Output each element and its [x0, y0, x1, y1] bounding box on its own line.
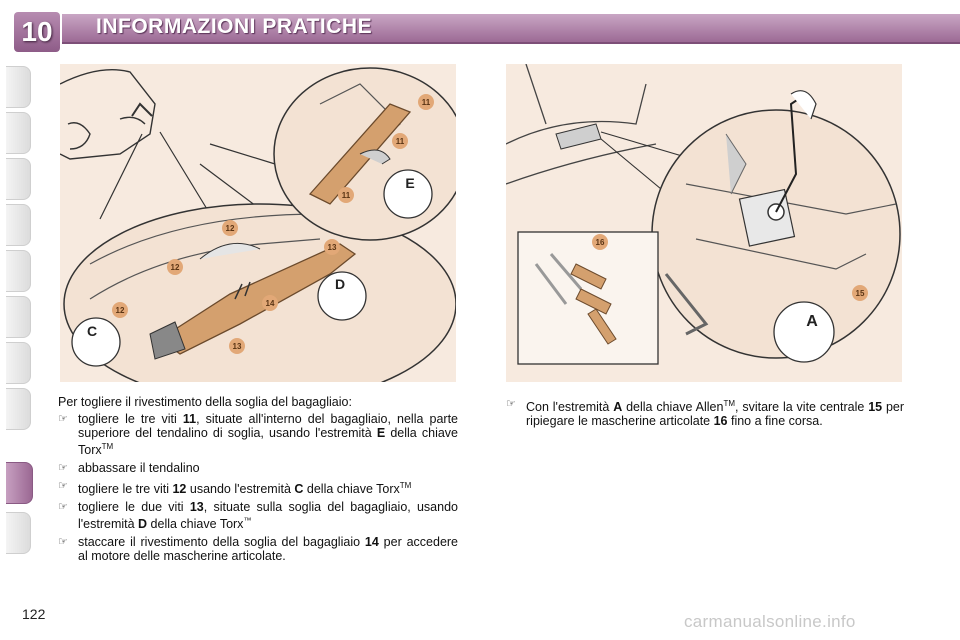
side-tab[interactable]: [6, 512, 31, 554]
callout-15: 15: [852, 285, 868, 301]
trunk-sill-drawing: 11 11 11 12 12 12 13 13 14 E C D: [59, 67, 467, 405]
intro-text: Per togliere il rivestimento della sogli…: [58, 395, 352, 409]
callout-11: 11: [392, 133, 408, 149]
illustration-flap-motor: 16 15 A: [505, 63, 902, 382]
pointing-hand-icon: ☞: [58, 536, 68, 549]
svg-text:13: 13: [328, 243, 337, 252]
illustration-trunk-sill-trim: 11 11 11 12 12 12 13 13 14 E C D: [59, 64, 467, 405]
callout-11: 11: [418, 94, 434, 110]
chapter-side-tabs: [0, 66, 33, 576]
header-band: [62, 14, 960, 44]
callout-16: 16: [592, 234, 608, 250]
callout-12: 12: [167, 259, 183, 275]
side-tab[interactable]: [6, 66, 31, 108]
step-3: ☞ togliere le tre viti 12 usando l'estre…: [58, 480, 412, 497]
svg-text:12: 12: [171, 263, 180, 272]
step-1: ☞ togliere le tre viti 11, situate all'i…: [58, 412, 459, 458]
callout-12: 12: [222, 220, 238, 236]
callout-13: 13: [324, 239, 340, 255]
pointing-hand-icon: ☞: [58, 501, 68, 514]
callout-12: 12: [112, 302, 128, 318]
step-6: ☞ Con l'estremità A della chiave AllenTM…: [506, 398, 905, 429]
side-tab[interactable]: [6, 296, 31, 338]
side-tab[interactable]: [6, 158, 31, 200]
side-tab[interactable]: [6, 342, 31, 384]
tool-tip-c-label: C: [87, 323, 97, 339]
svg-text:13: 13: [233, 342, 242, 351]
svg-text:15: 15: [856, 289, 865, 298]
step-4: ☞ togliere le due viti 13, situate sulla…: [58, 500, 458, 532]
step-5: ☞ staccare il rivestimento della soglia …: [58, 535, 459, 564]
svg-text:16: 16: [596, 238, 605, 247]
chapter-badge: 10: [14, 12, 60, 52]
side-tab[interactable]: [6, 388, 31, 430]
watermark: carmanualsonline.info: [684, 612, 856, 631]
callout-13: 13: [229, 338, 245, 354]
step-2: ☞ abbassare il tendalino: [58, 461, 200, 476]
pointing-hand-icon: ☞: [506, 398, 516, 410]
page-number: 122: [22, 606, 46, 622]
side-tab[interactable]: [6, 112, 31, 154]
tool-tip-d-label: D: [335, 276, 345, 292]
flap-motor-drawing: 16 15 A: [505, 63, 901, 365]
pointing-hand-icon: ☞: [58, 413, 68, 425]
callout-11: 11: [338, 187, 354, 203]
side-tab[interactable]: [6, 204, 31, 246]
tool-tip-a-label: A: [806, 313, 818, 330]
page-header: 10 INFORMAZIONI PRATICHE: [0, 0, 960, 52]
svg-text:14: 14: [266, 299, 275, 308]
svg-text:11: 11: [396, 137, 405, 146]
pointing-hand-icon: ☞: [58, 480, 68, 493]
svg-text:11: 11: [422, 98, 431, 107]
svg-text:12: 12: [226, 224, 235, 233]
instructions-right: ☞ Con l'estremità A della chiave AllenTM…: [506, 397, 904, 432]
side-tab-active[interactable]: [6, 462, 33, 504]
instructions-left: Per togliere il rivestimento della sogli…: [58, 395, 458, 567]
page-title: INFORMAZIONI PRATICHE: [96, 15, 373, 38]
pointing-hand-icon: ☞: [58, 462, 68, 475]
tool-tip-e-label: E: [405, 175, 414, 191]
callout-14: 14: [262, 295, 278, 311]
svg-text:11: 11: [342, 191, 351, 200]
side-tab[interactable]: [6, 250, 31, 292]
svg-text:12: 12: [116, 306, 125, 315]
